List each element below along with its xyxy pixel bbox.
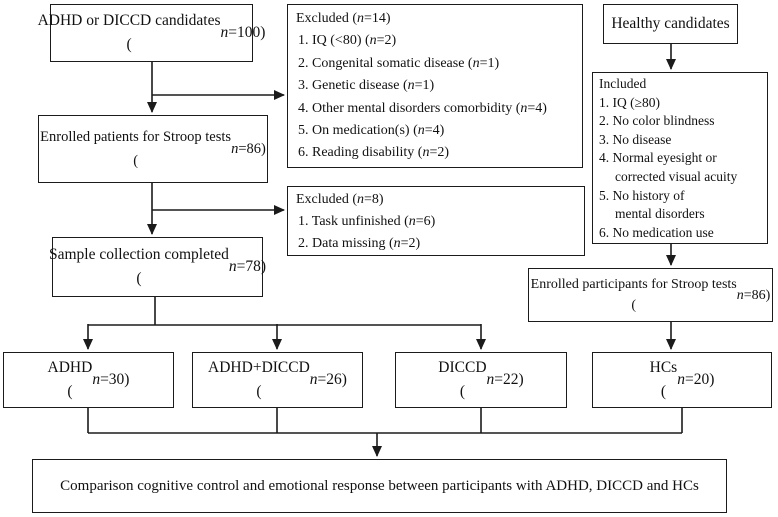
box-group-diccd: DICCD(n=22) <box>395 352 567 408</box>
excluded-n14-heading: Excluded (n=14) <box>296 11 391 26</box>
list-item: 3. No disease <box>599 131 672 147</box>
included-items: 1. IQ (≥80) 2. No color blindness 3. No di… <box>593 94 767 243</box>
box-excluded-n14: Excluded (n=14) 1. IQ (<80) (n=2) 2. Cong… <box>287 4 583 168</box>
included-heading: Included <box>599 76 647 91</box>
box-sample-collection: Sample collection completed(n=78) <box>49 237 266 297</box>
list-item: 2. No color blindness <box>599 113 715 129</box>
list-item: 6. No medication use <box>599 224 714 240</box>
list-item: 1. IQ (≥80) <box>599 94 661 110</box>
box-adhd-or-diccd-candidates: ADHD or DICCD candidates(n=100) <box>38 4 265 62</box>
list-item: 2. Congenital somatic disease (n=1) <box>298 55 500 71</box>
box-included-criteria: Included 1. IQ (≥80) 2. No color blindnes… <box>592 72 768 244</box>
box-group-adhd-diccd: ADHD+DICCD(n=26) <box>192 352 363 408</box>
list-item: 2. Data missing (n=2) <box>298 236 421 251</box>
excluded-n8-items: 1. Task unfinished (n=6) 2. Data missing … <box>288 211 584 255</box>
list-item: 1. Task unfinished (n=6) <box>298 214 436 229</box>
box-excluded-n8: Excluded (n=8) 1. Task unfinished (n=6) 2… <box>287 186 585 256</box>
box-group-hcs: HCs(n=20) <box>592 352 772 408</box>
box-group-adhd: ADHD(n=30) <box>3 352 174 408</box>
list-item: 5. On medication(s) (n=4) <box>298 123 445 139</box>
list-item: 1. IQ (<80) (n=2) <box>298 33 397 49</box>
box-enrolled-participants: Enrolled participants for Stroop tests(n… <box>528 268 773 322</box>
list-item: 6. Reading disability (n=2) <box>298 145 449 161</box>
box-comparison: Comparison cognitive control and emotion… <box>32 459 727 513</box>
list-item: 4. Other mental disorders comorbidity (n… <box>298 100 547 116</box>
excluded-n14-items: 1. IQ (<80) (n=2) 2. Congenital somatic d… <box>288 30 582 164</box>
list-item: 3. Genetic disease (n=1) <box>298 78 435 94</box>
excluded-n8-heading: Excluded (n=8) <box>296 192 384 207</box>
box-enrolled-patients: Enrolled patients for Stroop tests(n=86) <box>38 115 268 183</box>
box-healthy-candidates: Healthy candidates <box>603 4 738 44</box>
